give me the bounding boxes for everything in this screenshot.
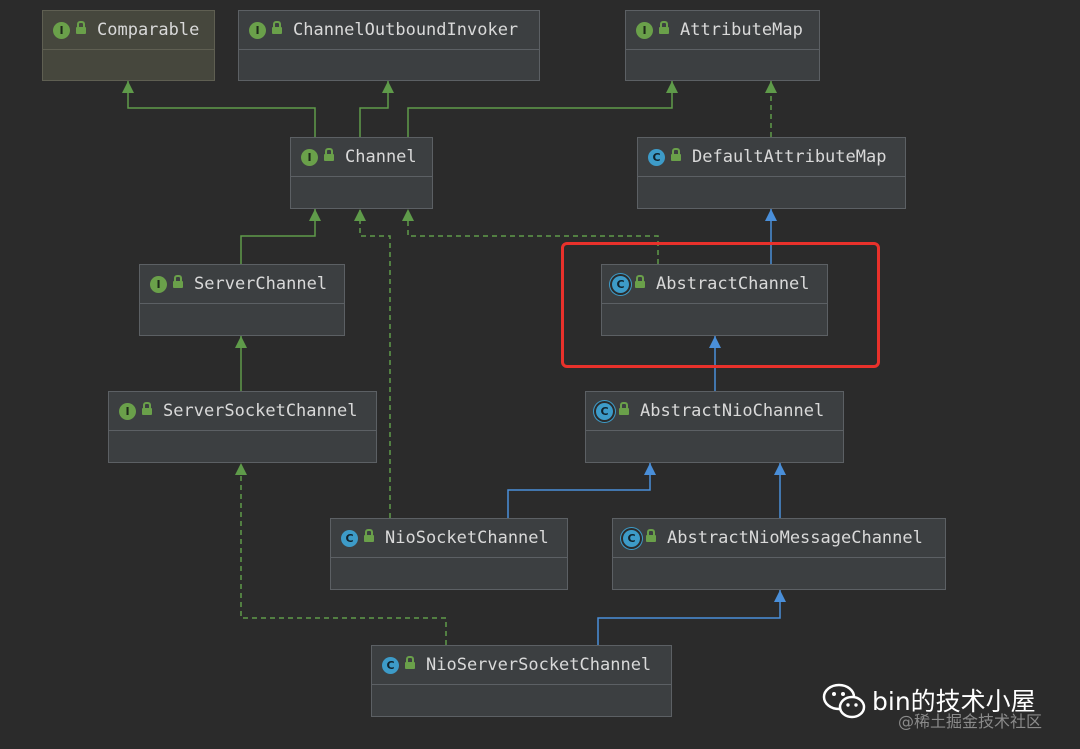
arrowhead (122, 81, 134, 93)
edge-channel-to-comparable (127, 81, 316, 137)
class-box-comparable[interactable]: I Comparable (42, 10, 215, 81)
class-header: I ServerSocketChannel (109, 392, 376, 431)
class-name: ServerSocketChannel (163, 401, 358, 421)
arrowhead (309, 209, 321, 221)
public-visibility-icon (405, 656, 415, 669)
class-header: C NioSocketChannel (331, 519, 567, 558)
class-icon: C (648, 148, 665, 166)
arrowhead (402, 209, 414, 221)
class-box-nio-socket-channel[interactable]: C NioSocketChannel (330, 518, 568, 590)
arrowhead (235, 463, 247, 475)
class-box-abstract-channel[interactable]: C AbstractChannel (601, 264, 828, 336)
edge-nio-server-socket-channel-to-server-socket-channel (240, 463, 447, 645)
public-visibility-icon (659, 21, 669, 34)
class-box-abstract-nio-message-channel[interactable]: C AbstractNioMessageChannel (612, 518, 946, 590)
arrowhead (765, 81, 777, 93)
arrowhead (709, 336, 721, 348)
class-name: Comparable (97, 20, 200, 40)
class-name: AbstractNioChannel (640, 401, 825, 421)
watermark-subtitle: @稀土掘金技术社区 (898, 712, 1043, 731)
public-visibility-icon (142, 402, 152, 415)
interface-icon: I (636, 21, 653, 39)
class-header: C DefaultAttributeMap (638, 138, 905, 177)
edge-nio-socket-channel-to-abstract-nio-channel (507, 463, 651, 518)
watermark: bin的技术小屋 @稀土掘金技术社区 (822, 676, 1072, 740)
class-header: C AbstractChannel (602, 265, 827, 304)
arrowhead (382, 81, 394, 93)
edge-server-channel-to-channel (240, 209, 316, 264)
class-icon: C (382, 656, 399, 674)
public-visibility-icon (619, 402, 629, 415)
class-name: NioSocketChannel (385, 528, 549, 548)
public-visibility-icon (635, 275, 645, 288)
class-name: DefaultAttributeMap (692, 147, 887, 167)
public-visibility-icon (646, 529, 656, 542)
arrowhead (644, 463, 656, 475)
arrowhead (774, 590, 786, 602)
interface-icon: I (53, 21, 70, 39)
edge-channel-to-channel-outbound-invoker (359, 81, 389, 137)
arrowhead (774, 463, 786, 475)
edge-nio-server-socket-channel-to-abstract-nio-message-channel (597, 590, 781, 645)
edge-nio-socket-channel-to-channel (359, 209, 391, 518)
class-name: AbstractChannel (656, 274, 810, 294)
class-name: AbstractNioMessageChannel (667, 528, 923, 548)
class-box-channel[interactable]: I Channel (290, 137, 433, 209)
abstract-class-icon: C (623, 529, 640, 547)
class-box-nio-server-socket-channel[interactable]: C NioServerSocketChannel (371, 645, 672, 717)
class-name: ServerChannel (194, 274, 328, 294)
arrowhead (666, 81, 678, 93)
abstract-class-icon: C (612, 275, 629, 293)
public-visibility-icon (173, 275, 183, 288)
wechat-icon (822, 683, 866, 719)
public-visibility-icon (76, 21, 86, 34)
abstract-class-icon: C (596, 402, 613, 420)
interface-icon: I (150, 275, 167, 293)
interface-icon: I (119, 402, 136, 420)
class-name: AttributeMap (680, 20, 803, 40)
interface-icon: I (301, 148, 318, 166)
class-icon: C (341, 529, 358, 547)
class-header: I Comparable (43, 11, 214, 50)
public-visibility-icon (364, 529, 374, 542)
edge-abstract-channel-to-channel (407, 209, 659, 264)
class-box-attribute-map[interactable]: I AttributeMap (625, 10, 820, 81)
class-name: NioServerSocketChannel (426, 655, 652, 675)
watermark-title: bin的技术小屋 (872, 687, 1036, 716)
edge-channel-to-attribute-map (407, 81, 673, 137)
class-name: ChannelOutboundInvoker (293, 20, 519, 40)
class-header: C AbstractNioMessageChannel (613, 519, 945, 558)
class-box-server-channel[interactable]: I ServerChannel (139, 264, 345, 336)
public-visibility-icon (671, 148, 681, 161)
arrowhead (765, 209, 777, 221)
class-name: Channel (345, 147, 417, 167)
class-header: I AttributeMap (626, 11, 819, 50)
class-header: I ChannelOutboundInvoker (239, 11, 539, 50)
public-visibility-icon (324, 148, 334, 161)
class-header: I Channel (291, 138, 432, 177)
interface-icon: I (249, 21, 266, 39)
class-box-abstract-nio-channel[interactable]: C AbstractNioChannel (585, 391, 844, 463)
highlight-box (561, 242, 880, 368)
arrowhead (235, 336, 247, 348)
class-box-default-attribute-map[interactable]: C DefaultAttributeMap (637, 137, 906, 209)
arrowhead (354, 209, 366, 221)
class-header: C AbstractNioChannel (586, 392, 843, 431)
class-header: C NioServerSocketChannel (372, 646, 671, 685)
public-visibility-icon (272, 21, 282, 34)
class-box-channel-outbound-invoker[interactable]: I ChannelOutboundInvoker (238, 10, 540, 81)
class-box-server-socket-channel[interactable]: I ServerSocketChannel (108, 391, 377, 463)
class-header: I ServerChannel (140, 265, 344, 304)
